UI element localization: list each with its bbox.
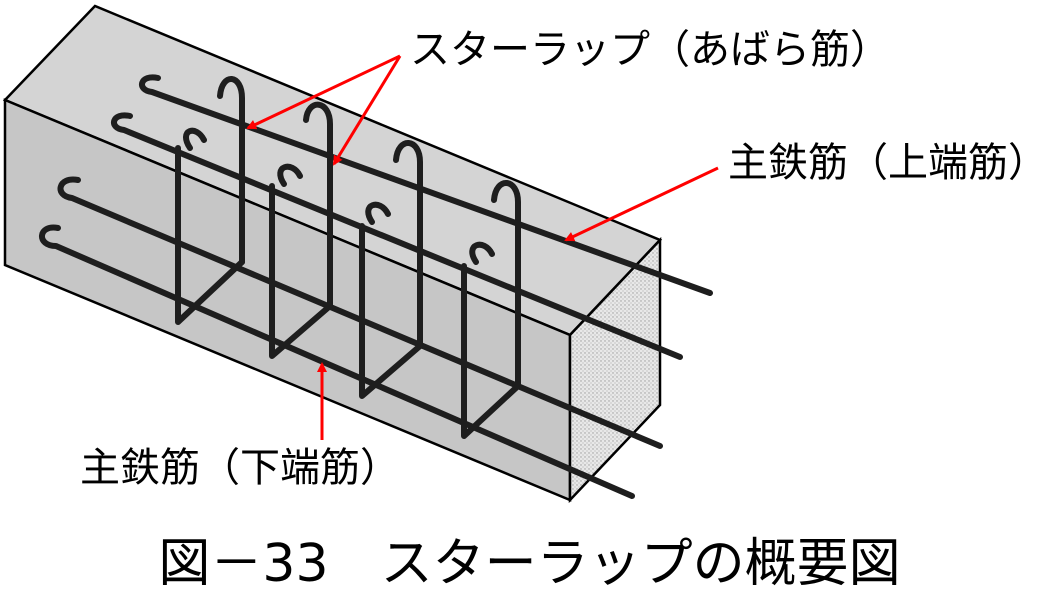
callout-arrows — [246, 54, 719, 440]
bottom-main-bars — [39, 176, 663, 499]
top-main-bar-label: 主鉄筋（上端筋） — [728, 140, 1048, 186]
stirrup — [269, 101, 333, 359]
bottom-bar-front — [39, 224, 635, 499]
top-bar-arrow — [564, 166, 719, 242]
top-main-bars — [111, 74, 713, 360]
stirrups — [175, 76, 521, 439]
stirrup-arrow-1 — [246, 54, 401, 130]
stirrup-label: スターラップ（あばら筋） — [410, 27, 890, 73]
bottom-bar-back — [57, 176, 663, 449]
figure-caption: 図－33 スターラップの概要図 — [158, 534, 901, 594]
stirrup — [359, 140, 423, 399]
top-bar-back — [139, 74, 713, 296]
top-bar-front — [111, 112, 683, 360]
rebar-cage — [39, 74, 713, 499]
stirrup — [175, 76, 245, 325]
bottom-main-bar-label: 主鉄筋（下端筋） — [80, 445, 400, 491]
stirrup-arrow-2 — [332, 55, 402, 166]
stirrup — [461, 180, 521, 439]
beam-end-face — [568, 236, 662, 504]
